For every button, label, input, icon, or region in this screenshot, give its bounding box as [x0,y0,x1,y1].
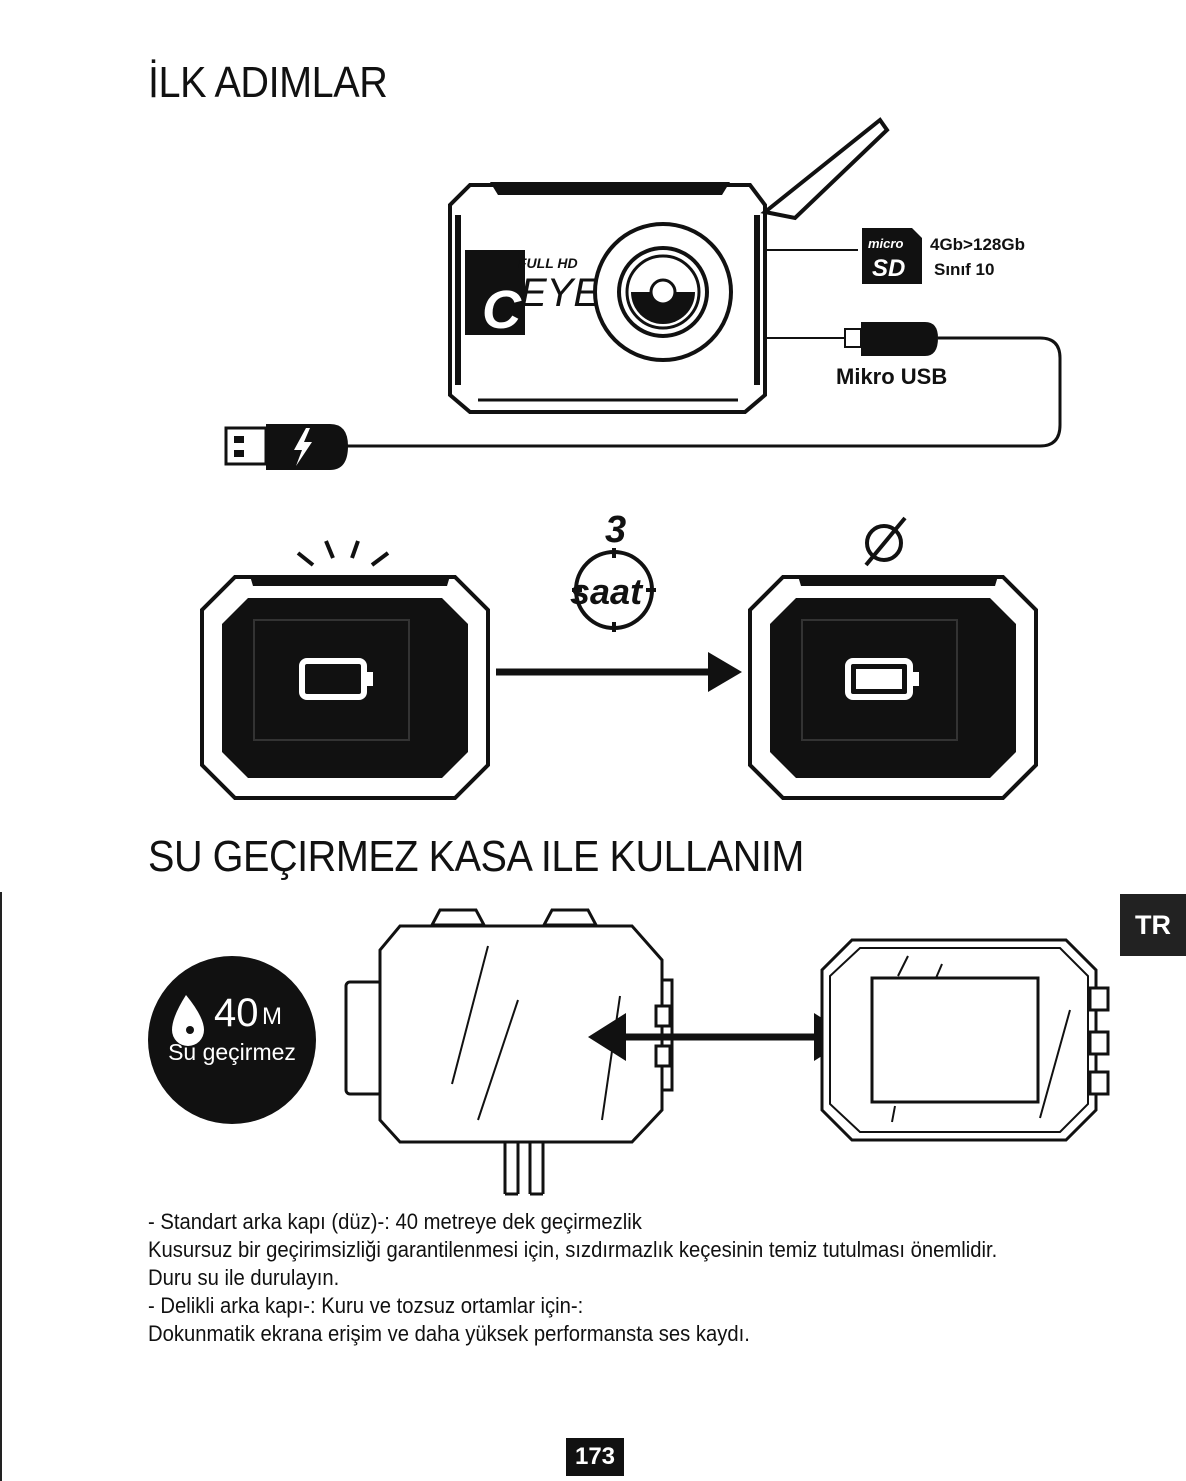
battery-empty-icon [299,658,373,700]
camera-back-charging [200,575,490,800]
logo-full-hd: FULL HD [518,255,578,271]
arrow-right-icon [496,652,742,692]
usb-plug-icon [224,424,348,470]
waterproof-case-icon [344,908,674,1196]
microsd-micro-label: micro [868,236,903,251]
text-line-perforated-door: - Delikli arka kapı-: Kuru ve tozsuz ort… [148,1293,584,1318]
charge-time-number: 3 [605,509,626,551]
clock-icon [572,548,656,632]
language-tab: TR [1120,894,1186,956]
lightning-icon [294,428,312,466]
back-door-icon [820,938,1110,1142]
margin-rule [0,892,2,1481]
camera-front-icon: FULL HD EYE C [448,182,767,414]
page-number: 173 [566,1438,624,1476]
badge-depth: 40 [214,991,259,1035]
microsd-sd-label: SD [872,255,905,282]
text-line-rinse: Duru su ile durulayın. [148,1265,340,1290]
page-title-first-steps: İLK ADIMLAR [148,58,388,107]
microsd-class: Sınıf 10 [934,260,994,279]
logo-c: C [482,280,522,340]
logo-eye: EYE [520,271,601,315]
camera-connection-diagram: FULL HD EYE C micro SD 4Gb>128Gb Sınıf 1… [224,117,1062,470]
water-drop-icon [172,995,204,1046]
waterproof-case-diagram: 40 M Su geçirmez [148,908,1110,1196]
text-line-touch-access: Dokunmatik ekrana erişim ve daha yüksek … [148,1321,750,1346]
micro-usb-label: Mikro USB [836,364,947,389]
charge-time-unit: saat [570,571,644,612]
badge-label: Su geçirmez [168,1039,296,1065]
micro-sd-card-icon: micro SD [862,228,922,284]
blink-rays-icon [296,540,390,567]
camera-back-charged [748,575,1038,800]
instructions-text: - Standart arka kapı (düz)-: 40 metreye … [148,1208,1114,1348]
battery-full-icon [845,658,919,700]
micro-usb-plug-icon [844,322,938,356]
section-title-waterproof-case: SU GEÇIRMEZ KASA ILE KULLANIM [148,832,804,881]
microsd-capacity: 4Gb>128Gb [930,235,1025,254]
no-light-icon [864,516,907,567]
text-line-standard-door: - Standart arka kapı (düz)-: 40 metreye … [148,1209,642,1234]
charging-diagram: 3 saat [200,509,1038,800]
badge-depth-unit: M [262,1003,282,1030]
waterproof-badge: 40 M Su geçirmez [148,956,316,1124]
text-line-seal-note: Kusursuz bir geçirimsizliği garantilenme… [148,1237,998,1262]
